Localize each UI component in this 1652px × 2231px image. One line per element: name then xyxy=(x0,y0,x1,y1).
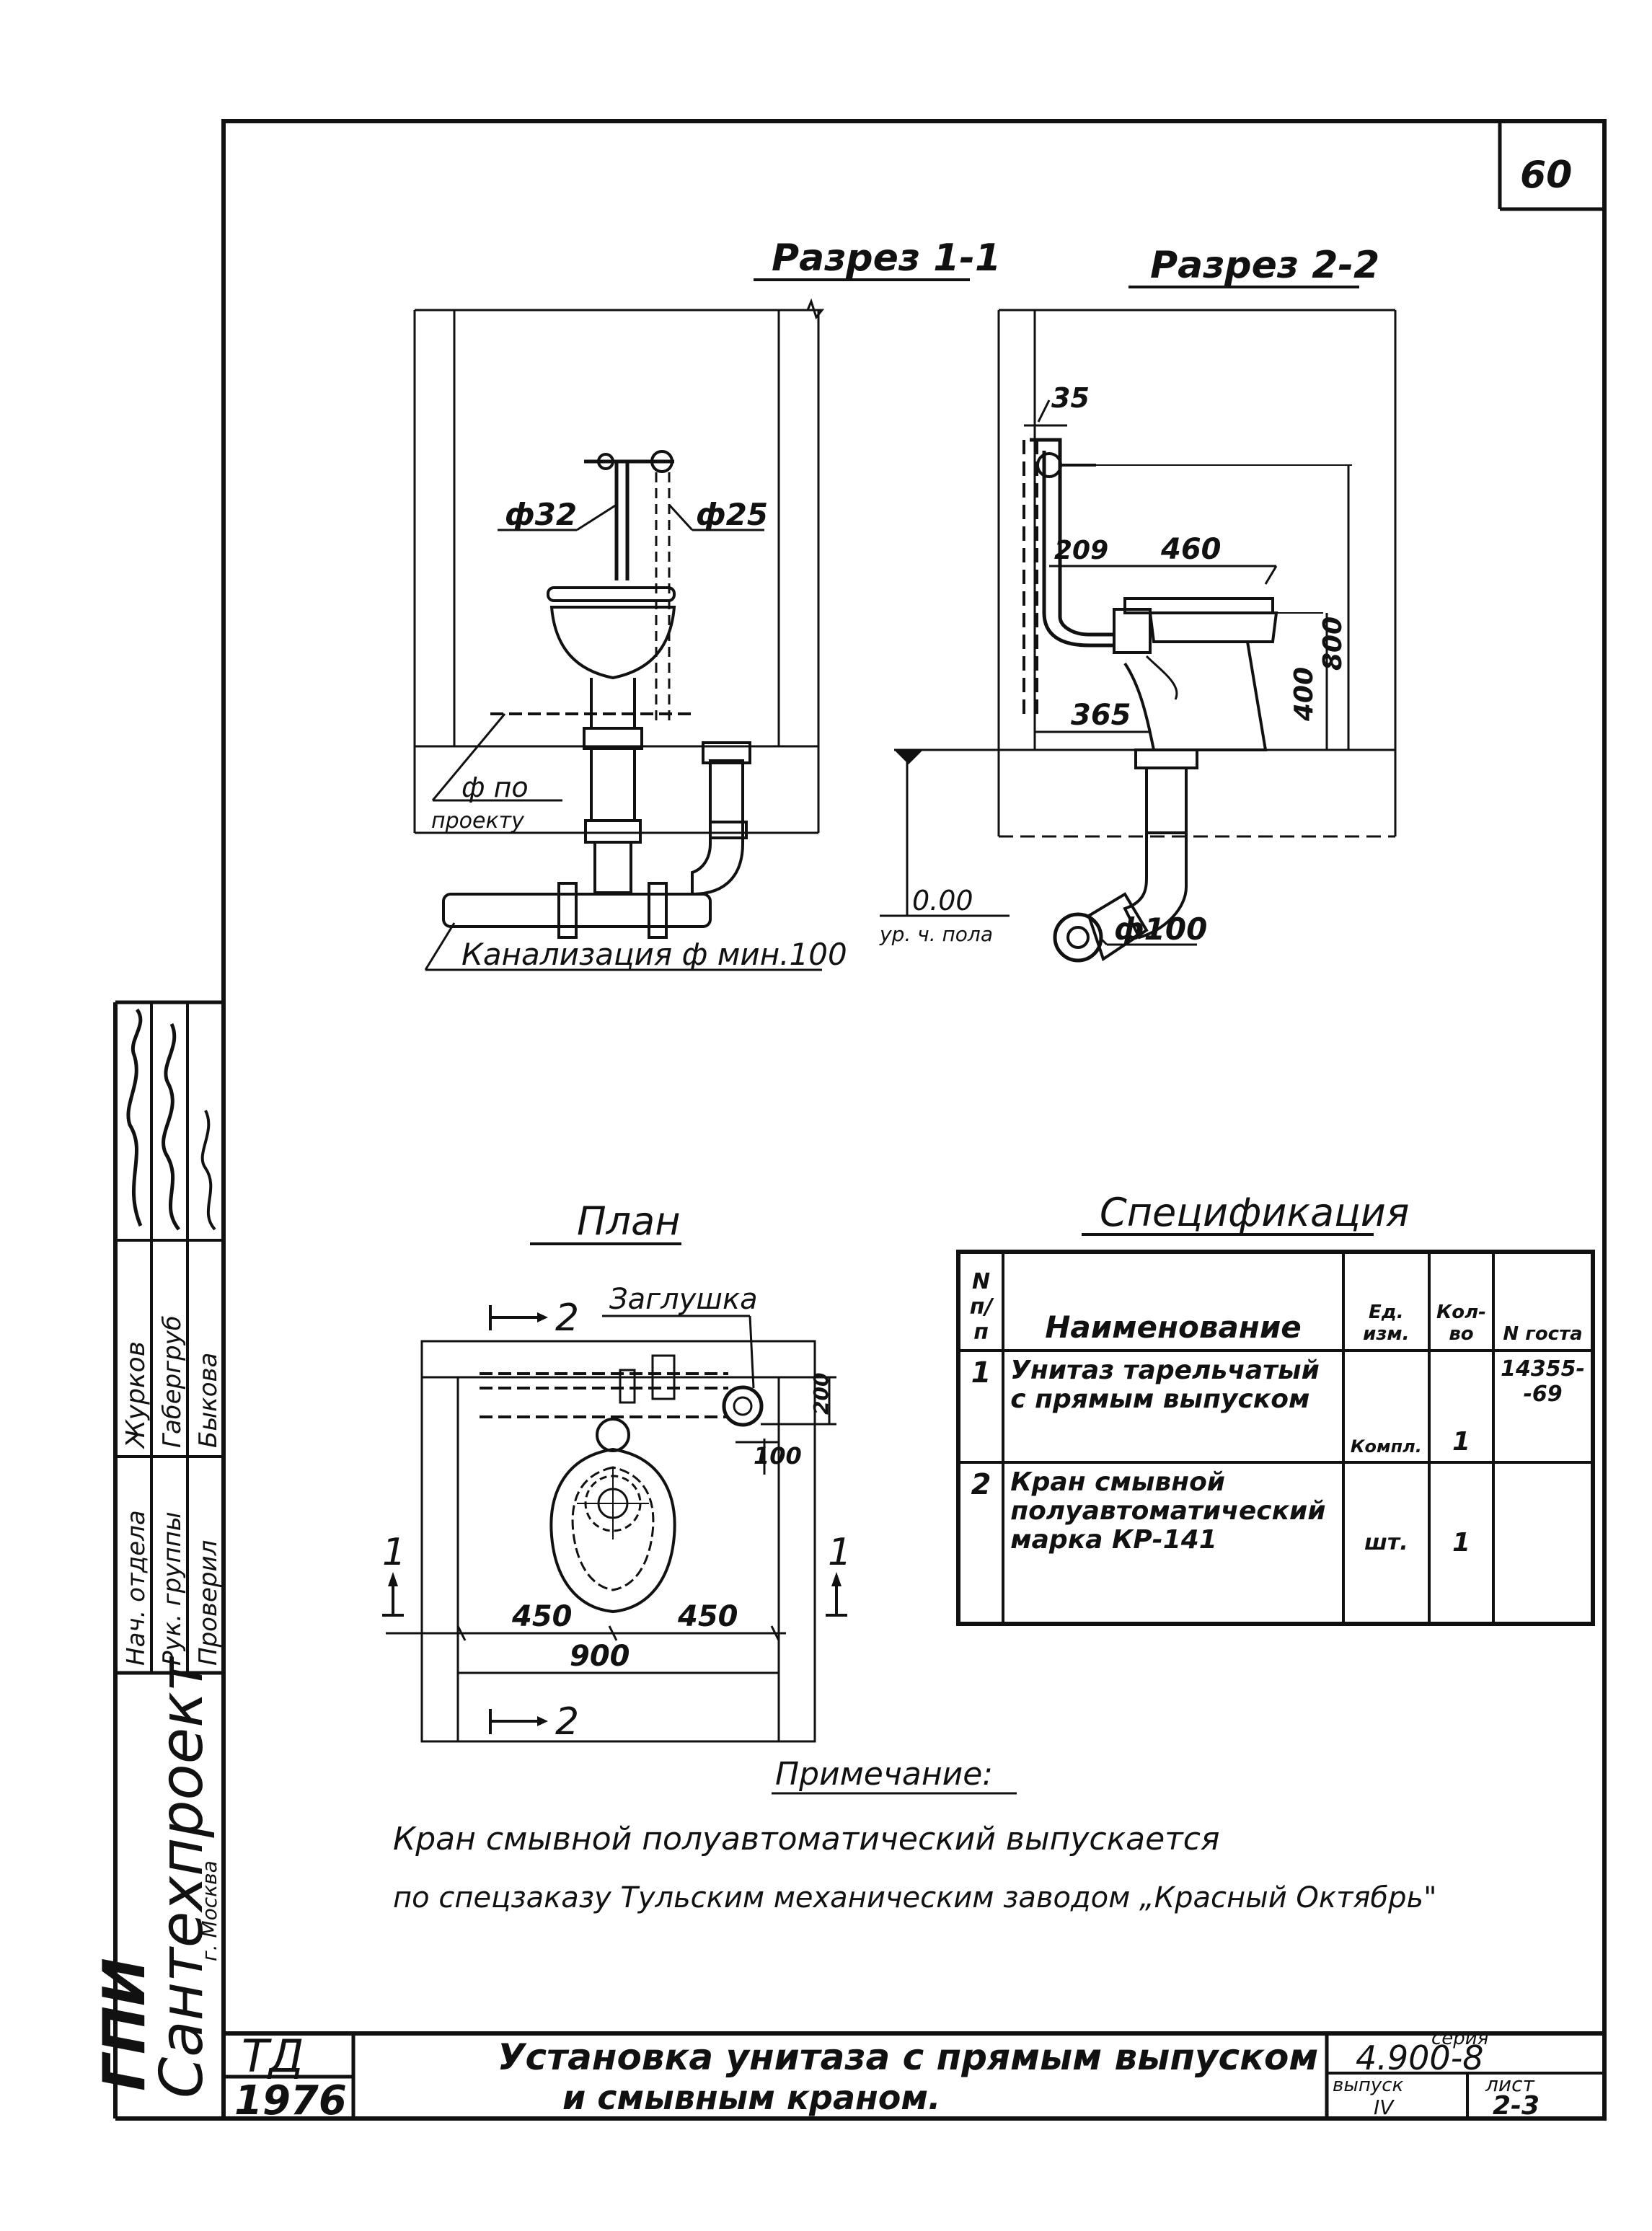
section-2-title: Разрез 2-2 xyxy=(1150,244,1379,287)
signature-2 xyxy=(162,1022,180,1231)
dim-200: 200 xyxy=(809,1373,833,1415)
table-row: 2 Кран смывной полуавтоматический марка … xyxy=(956,1461,1594,1625)
dim-450-left: 450 xyxy=(511,1600,573,1633)
stamp-name-2: Габергруб xyxy=(158,1315,187,1448)
series-value: 4.900-8 xyxy=(1356,2038,1484,2077)
stamp-name-1: Журков xyxy=(121,1341,151,1449)
stamp-org-2: Сантехпроект xyxy=(148,1656,216,2098)
signature-1 xyxy=(126,1008,143,1227)
mark-1-left: 1 xyxy=(382,1531,406,1574)
dim-209: 209 xyxy=(1054,536,1108,565)
spec-header-gost: N госта xyxy=(1492,1250,1594,1352)
drawing-title-line-2: и смывным краном. xyxy=(562,2078,940,2117)
issue-label: выпуск xyxy=(1333,2075,1404,2096)
spec-cell-qty: 1 xyxy=(1427,1349,1496,1464)
stamp-org-3: г. Москва xyxy=(198,1860,221,1961)
spec-title: Спецификация xyxy=(1100,1190,1409,1235)
drawing-title-line-1: Установка унитаза с прямым выпуском xyxy=(498,2036,1318,2078)
stamp-org-1: ГПИ xyxy=(91,1958,158,2091)
issue-value: IV xyxy=(1374,2095,1395,2119)
series-label: серия xyxy=(1431,2028,1488,2049)
section-1-1: Разрез 1-1 xyxy=(413,237,1001,972)
dim-100: 100 xyxy=(754,1442,802,1470)
spec-header-num: N п/п xyxy=(956,1250,1005,1352)
spec-header-row: N п/п Наименование Ед. изм. Кол- во N го… xyxy=(956,1250,1594,1352)
stamp-role-2: Рук. группы xyxy=(158,1511,187,1666)
spec-header-qty: Кол- во xyxy=(1427,1250,1496,1352)
mark-2-bottom: 2 xyxy=(555,1700,579,1744)
dim-800: 800 xyxy=(1318,617,1348,671)
spec-cell-name: Кран смывной полуавтоматический марка КР… xyxy=(1002,1461,1345,1625)
td-mark: ТД xyxy=(242,2030,304,2082)
level-label: ур. ч. пола xyxy=(879,922,993,946)
dim-d32: ф32 xyxy=(505,497,577,532)
dim-project: ф по xyxy=(461,772,529,803)
dim-365: 365 xyxy=(1071,699,1131,732)
dim-400: 400 xyxy=(1289,667,1319,722)
specification-table: N п/п Наименование Ед. изм. Кол- во N го… xyxy=(956,1250,1595,1626)
spec-cell-unit: Компл. xyxy=(1341,1349,1431,1464)
stamp-role-3: Проверил xyxy=(194,1540,223,1666)
stamp-role-1: Нач. отдела xyxy=(122,1510,151,1666)
sewer-label: Канализация ф мин.100 xyxy=(461,937,847,972)
spec-header-unit: Ед. изм. xyxy=(1341,1250,1431,1352)
signature-3 xyxy=(200,1110,216,1231)
spec-cell-num: 1 xyxy=(956,1349,1005,1464)
spec-cell-gost: 14355- -69 xyxy=(1492,1349,1594,1464)
dim-d100: ф100 xyxy=(1114,911,1207,947)
sheet-label: лист xyxy=(1485,2072,1534,2096)
table-row: 1 Унитаз тарельчатый с прямым выпуском К… xyxy=(956,1349,1594,1464)
section-1-title: Разрез 1-1 xyxy=(772,237,1001,280)
spec-cell-qty: 1 xyxy=(1427,1461,1496,1625)
mark-1-right: 1 xyxy=(828,1531,852,1574)
dim-project-2: проекту xyxy=(431,808,525,834)
section-2-2: Разрез 2-2 0.00 ур. ч. пола xyxy=(879,244,1397,963)
plug-label: Заглушка xyxy=(609,1283,758,1316)
year-mark: 1976 xyxy=(234,2077,347,2124)
spec-cell-num: 2 xyxy=(956,1461,1005,1625)
spec-cell-gost xyxy=(1492,1461,1594,1625)
plan-view: План 2 2 1 1 xyxy=(382,1198,852,1744)
dim-35: 35 xyxy=(1051,382,1090,414)
spec-cell-name: Унитаз тарельчатый с прямым выпуском xyxy=(1002,1349,1345,1464)
note-title: Примечание: xyxy=(775,1756,993,1793)
dim-d25: ф25 xyxy=(696,497,768,532)
page-number: 60 xyxy=(1520,154,1572,197)
dim-450-right: 450 xyxy=(677,1600,738,1633)
note-line-2: по спецзаказу Тульским механическим заво… xyxy=(393,1881,1436,1914)
note-line-1: Кран смывной полуавтоматический выпускае… xyxy=(393,1821,1219,1857)
spec-cell-unit: шт. xyxy=(1341,1461,1431,1625)
plan-title: План xyxy=(577,1198,681,1244)
stamp-name-3: Быкова xyxy=(194,1353,223,1448)
dim-460: 460 xyxy=(1160,533,1222,566)
dim-900: 900 xyxy=(570,1640,630,1673)
mark-2-top: 2 xyxy=(555,1296,579,1340)
sheet-value: 2-3 xyxy=(1493,2091,1540,2121)
level-value: 0.00 xyxy=(912,885,973,916)
spec-header-name: Наименование xyxy=(1002,1250,1345,1352)
sheet-frame xyxy=(221,119,1607,2121)
